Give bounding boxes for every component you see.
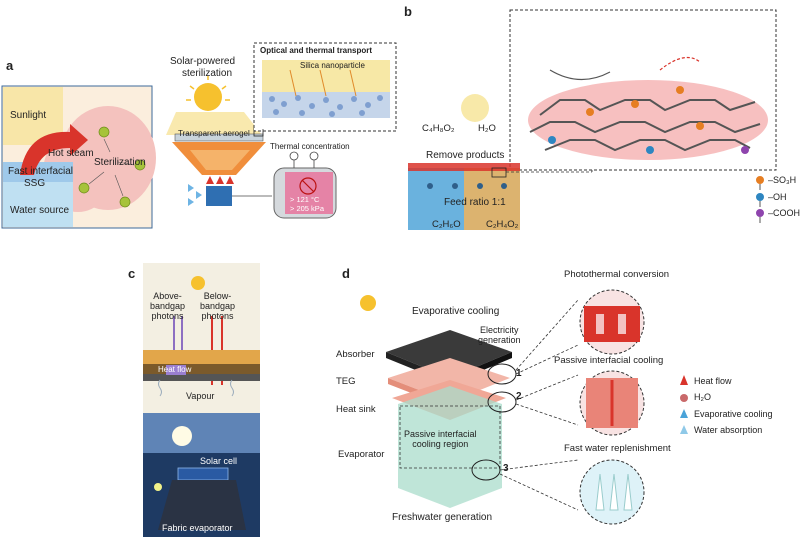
cooh-legend-label: –COOH <box>768 208 800 218</box>
c2h4o2-label: C₂H₄O₂ <box>486 219 519 230</box>
sunlight-label: Sunlight <box>10 110 47 121</box>
legend-h2o-label: H₂O <box>694 392 711 402</box>
evaporator-label: Evaporator <box>338 449 385 460</box>
solar-cell-label: Solar cell <box>200 456 238 466</box>
marker-3-label: 3 <box>503 463 509 474</box>
panel-d-letter: d <box>342 266 350 281</box>
above-bandgap-label: Above- bandgap photons <box>150 291 186 322</box>
panel-b-diagram <box>408 9 777 230</box>
marker-2-label: 2 <box>516 391 522 402</box>
freshwater-label: Freshwater generation <box>392 512 493 523</box>
heat-sink-label: Heat sink <box>336 404 376 415</box>
passive-region-line-1: Passive interfacial <box>404 429 477 439</box>
water-replenishment-circle <box>579 459 645 525</box>
legend-water-absorption-label: Water absorption <box>694 425 763 435</box>
below-bandgap-label: Below- bandgap photons <box>200 291 236 322</box>
heat-flow-label-c: Heat flow <box>158 365 192 374</box>
so3h-legend-label: –SO₃H <box>768 175 797 185</box>
legend-evaporative-icon <box>680 409 688 418</box>
legend-water-absorption-icon <box>680 425 688 434</box>
marker-1-label: 1 <box>516 368 522 379</box>
fabric-evaporator-photo <box>158 480 246 530</box>
photothermal-circle <box>579 289 645 355</box>
above-line-3: photons <box>151 310 184 321</box>
vapour-label: Vapour <box>186 391 215 401</box>
passive-region-label: Passive interfacial cooling region <box>404 429 477 450</box>
ssg-cube <box>206 186 232 206</box>
electricity-line-1: Electricity <box>480 325 519 335</box>
c4h8o2-label: C₄H₈O₂ <box>422 123 455 134</box>
hot-steam-arrow <box>20 124 88 175</box>
legend-evaporative-label: Evaporative cooling <box>694 409 773 419</box>
panel-c-diagram <box>143 263 260 537</box>
absorber-plate <box>386 330 512 378</box>
electricity-line-2: generation <box>478 334 521 345</box>
transparent-aerogel <box>174 133 264 142</box>
pressure-label: > 205 kPa <box>290 204 324 213</box>
solar-powered-label: Solar-powered <box>170 56 236 67</box>
h2o-label-b: H₂O <box>478 123 496 134</box>
sun-icon-d <box>360 295 376 311</box>
legend-oh-icon <box>756 193 764 207</box>
silica-label: Silica nanoparticle <box>300 61 365 70</box>
ssg-block <box>3 162 73 182</box>
optical-thermal-label: Optical and thermal transport <box>260 46 373 55</box>
legend-heat-flow-label: Heat flow <box>694 376 732 386</box>
below-line-1: Below- <box>203 291 232 301</box>
legend-h2o-icon <box>680 394 688 402</box>
electricity-generation-label: Electricity generation <box>478 325 521 346</box>
below-line-2: bandgap <box>200 300 236 311</box>
passive-cooling-circle <box>579 370 645 436</box>
panel-a-diagram <box>1 42 397 229</box>
functional-groups <box>548 86 749 154</box>
photothermal-label: Photothermal conversion <box>564 269 670 280</box>
panel-b-letter: b <box>404 4 412 19</box>
hot-steam-label: Hot steam <box>48 148 94 159</box>
aerogel-label: Transparent aerogel <box>178 129 250 138</box>
fast-water-label: Fast water replenishment <box>564 443 671 454</box>
panel-c-letter: c <box>128 266 136 281</box>
below-line-3: photons <box>201 310 234 321</box>
graphene-sheet <box>529 99 761 152</box>
sun-icon-c <box>191 276 205 290</box>
marker-2 <box>487 391 517 413</box>
teg-label: TEG <box>336 376 356 387</box>
sterilization-title-label: sterilization <box>182 68 233 79</box>
sterilization-label: Sterilization <box>94 157 146 168</box>
feed-ratio-label: Feed ratio 1:1 <box>444 197 506 208</box>
remove-products-label: Remove products <box>426 150 505 161</box>
fast-interfacial-label: Fast interfacial <box>8 166 74 177</box>
bacteria-icon <box>78 126 146 208</box>
passive-region-line-2: cooling region <box>412 438 469 449</box>
c2h6o-label: C₂H₆O <box>432 219 461 230</box>
sun-glow-icon <box>461 94 489 122</box>
solar-cell-layer <box>143 350 260 364</box>
sun-icon <box>186 76 230 111</box>
heat-flow-arrow <box>166 365 186 375</box>
fabric-evaporator-label: Fabric evaporator <box>162 523 233 533</box>
teg-layer <box>388 358 510 402</box>
thermal-concentration-label: Thermal concentration <box>270 142 350 151</box>
legend-cooh-icon <box>756 209 764 223</box>
water-source-block <box>3 180 73 227</box>
evaporative-cooling-label: Evaporative cooling <box>412 306 500 317</box>
passive-cooling-label: Passive interfacial cooling <box>554 355 664 366</box>
oh-legend-label: –OH <box>768 192 787 202</box>
water-source-label: Water source <box>10 205 70 216</box>
light-cone <box>166 112 262 135</box>
temperature-label: > 121 °C <box>290 195 320 204</box>
above-line-2: bandgap <box>150 300 186 311</box>
ssg-label: SSG <box>24 178 46 189</box>
legend-heat-flow-icon <box>680 375 688 385</box>
legend-so3h-icon <box>756 176 764 190</box>
absorber-label: Absorber <box>336 349 375 360</box>
above-line-1: Above- <box>153 291 182 301</box>
panel-a-letter: a <box>6 58 14 73</box>
